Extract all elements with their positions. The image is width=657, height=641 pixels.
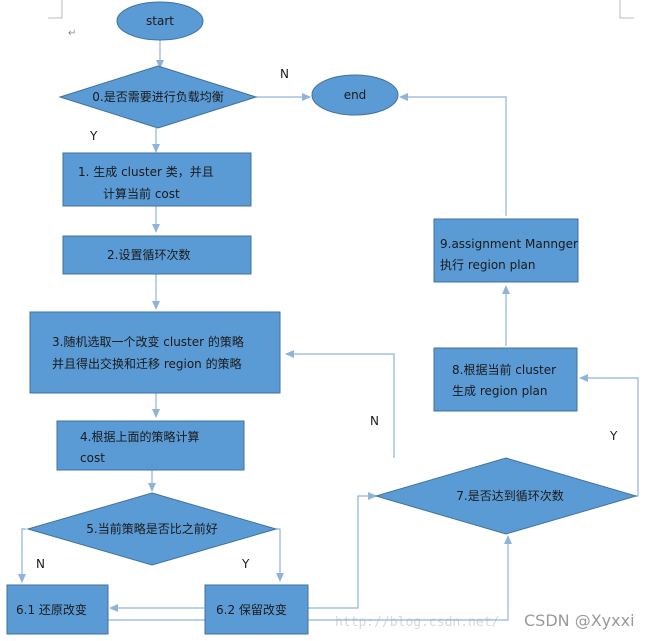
paragraph-mark: ↵ bbox=[68, 28, 76, 39]
step7-decision bbox=[374, 457, 638, 535]
edge-step9-to-end bbox=[399, 93, 507, 216]
step7-no-label: N bbox=[370, 414, 379, 428]
start-node bbox=[116, 1, 204, 41]
step4-label-line1: 4.根据上面的策略计算 bbox=[80, 429, 199, 444]
step4-label-line2: cost bbox=[80, 451, 105, 465]
edge-step5-no-to-step61 bbox=[18, 528, 26, 583]
step9-label-line2: 执行 region plan bbox=[440, 258, 536, 272]
step5-yes-label: Y bbox=[241, 557, 250, 571]
step61-label: 6.1 还原改变 bbox=[16, 602, 87, 617]
step8-label-line1: 8.根据当前 cluster bbox=[452, 362, 556, 377]
step3-label-line1: 3.随机选取一个改变 cluster 的策略 bbox=[52, 334, 244, 349]
step62-label: 6.2 保留改变 bbox=[216, 602, 287, 617]
csdn-watermark: CSDN @Xyxxi bbox=[524, 611, 635, 630]
start-label: start bbox=[146, 14, 174, 28]
step0-decision bbox=[58, 65, 258, 129]
edge-step62-to-step7 bbox=[308, 492, 377, 609]
step1-label-line1: 1. 生成 cluster 类，并且 bbox=[78, 165, 214, 179]
step0-label: 0.是否需要进行负载均衡 bbox=[92, 90, 223, 104]
step5-label: 5.当前策略是否比之前好 bbox=[86, 521, 217, 536]
step4-box bbox=[56, 420, 245, 471]
step3-label-line2: 并且得出交换和迁移 region 的策略 bbox=[52, 356, 242, 371]
step8-label-line2: 生成 region plan bbox=[452, 384, 548, 398]
step8-box bbox=[433, 347, 578, 412]
step1-label-line2: 计算当前 cost bbox=[103, 186, 180, 201]
step61-box bbox=[6, 584, 109, 635]
step1-box bbox=[62, 152, 252, 207]
end-node bbox=[311, 74, 399, 116]
step7-yes-label: Y bbox=[609, 429, 618, 443]
step5-no-label: N bbox=[36, 557, 45, 571]
step5-decision bbox=[26, 492, 278, 566]
step7-label: 7.是否达到循环次数 bbox=[456, 488, 563, 503]
end-label: end bbox=[344, 88, 367, 102]
page-corner-mark-right bbox=[619, 0, 634, 19]
step2-box bbox=[62, 235, 252, 275]
step9-box bbox=[433, 218, 579, 283]
edge-merge-to-step7 bbox=[330, 535, 512, 621]
step9-label-line1: 9.assignment Mannger bbox=[440, 237, 578, 251]
step0-yes-label: Y bbox=[89, 129, 98, 143]
step0-no-label: N bbox=[280, 67, 289, 81]
step3-box bbox=[29, 311, 281, 394]
edge-step5-yes-to-step62 bbox=[276, 528, 284, 582]
edge-step7-yes-to-step8 bbox=[579, 374, 639, 497]
watermark-text: http://blog.csdn.net/ bbox=[335, 615, 499, 630]
page-corner-mark-left bbox=[48, 0, 63, 19]
edge-step7-no-to-step3 bbox=[285, 350, 395, 458]
step2-label: 2.设置循环次数 bbox=[107, 247, 190, 262]
step62-box bbox=[204, 584, 309, 635]
